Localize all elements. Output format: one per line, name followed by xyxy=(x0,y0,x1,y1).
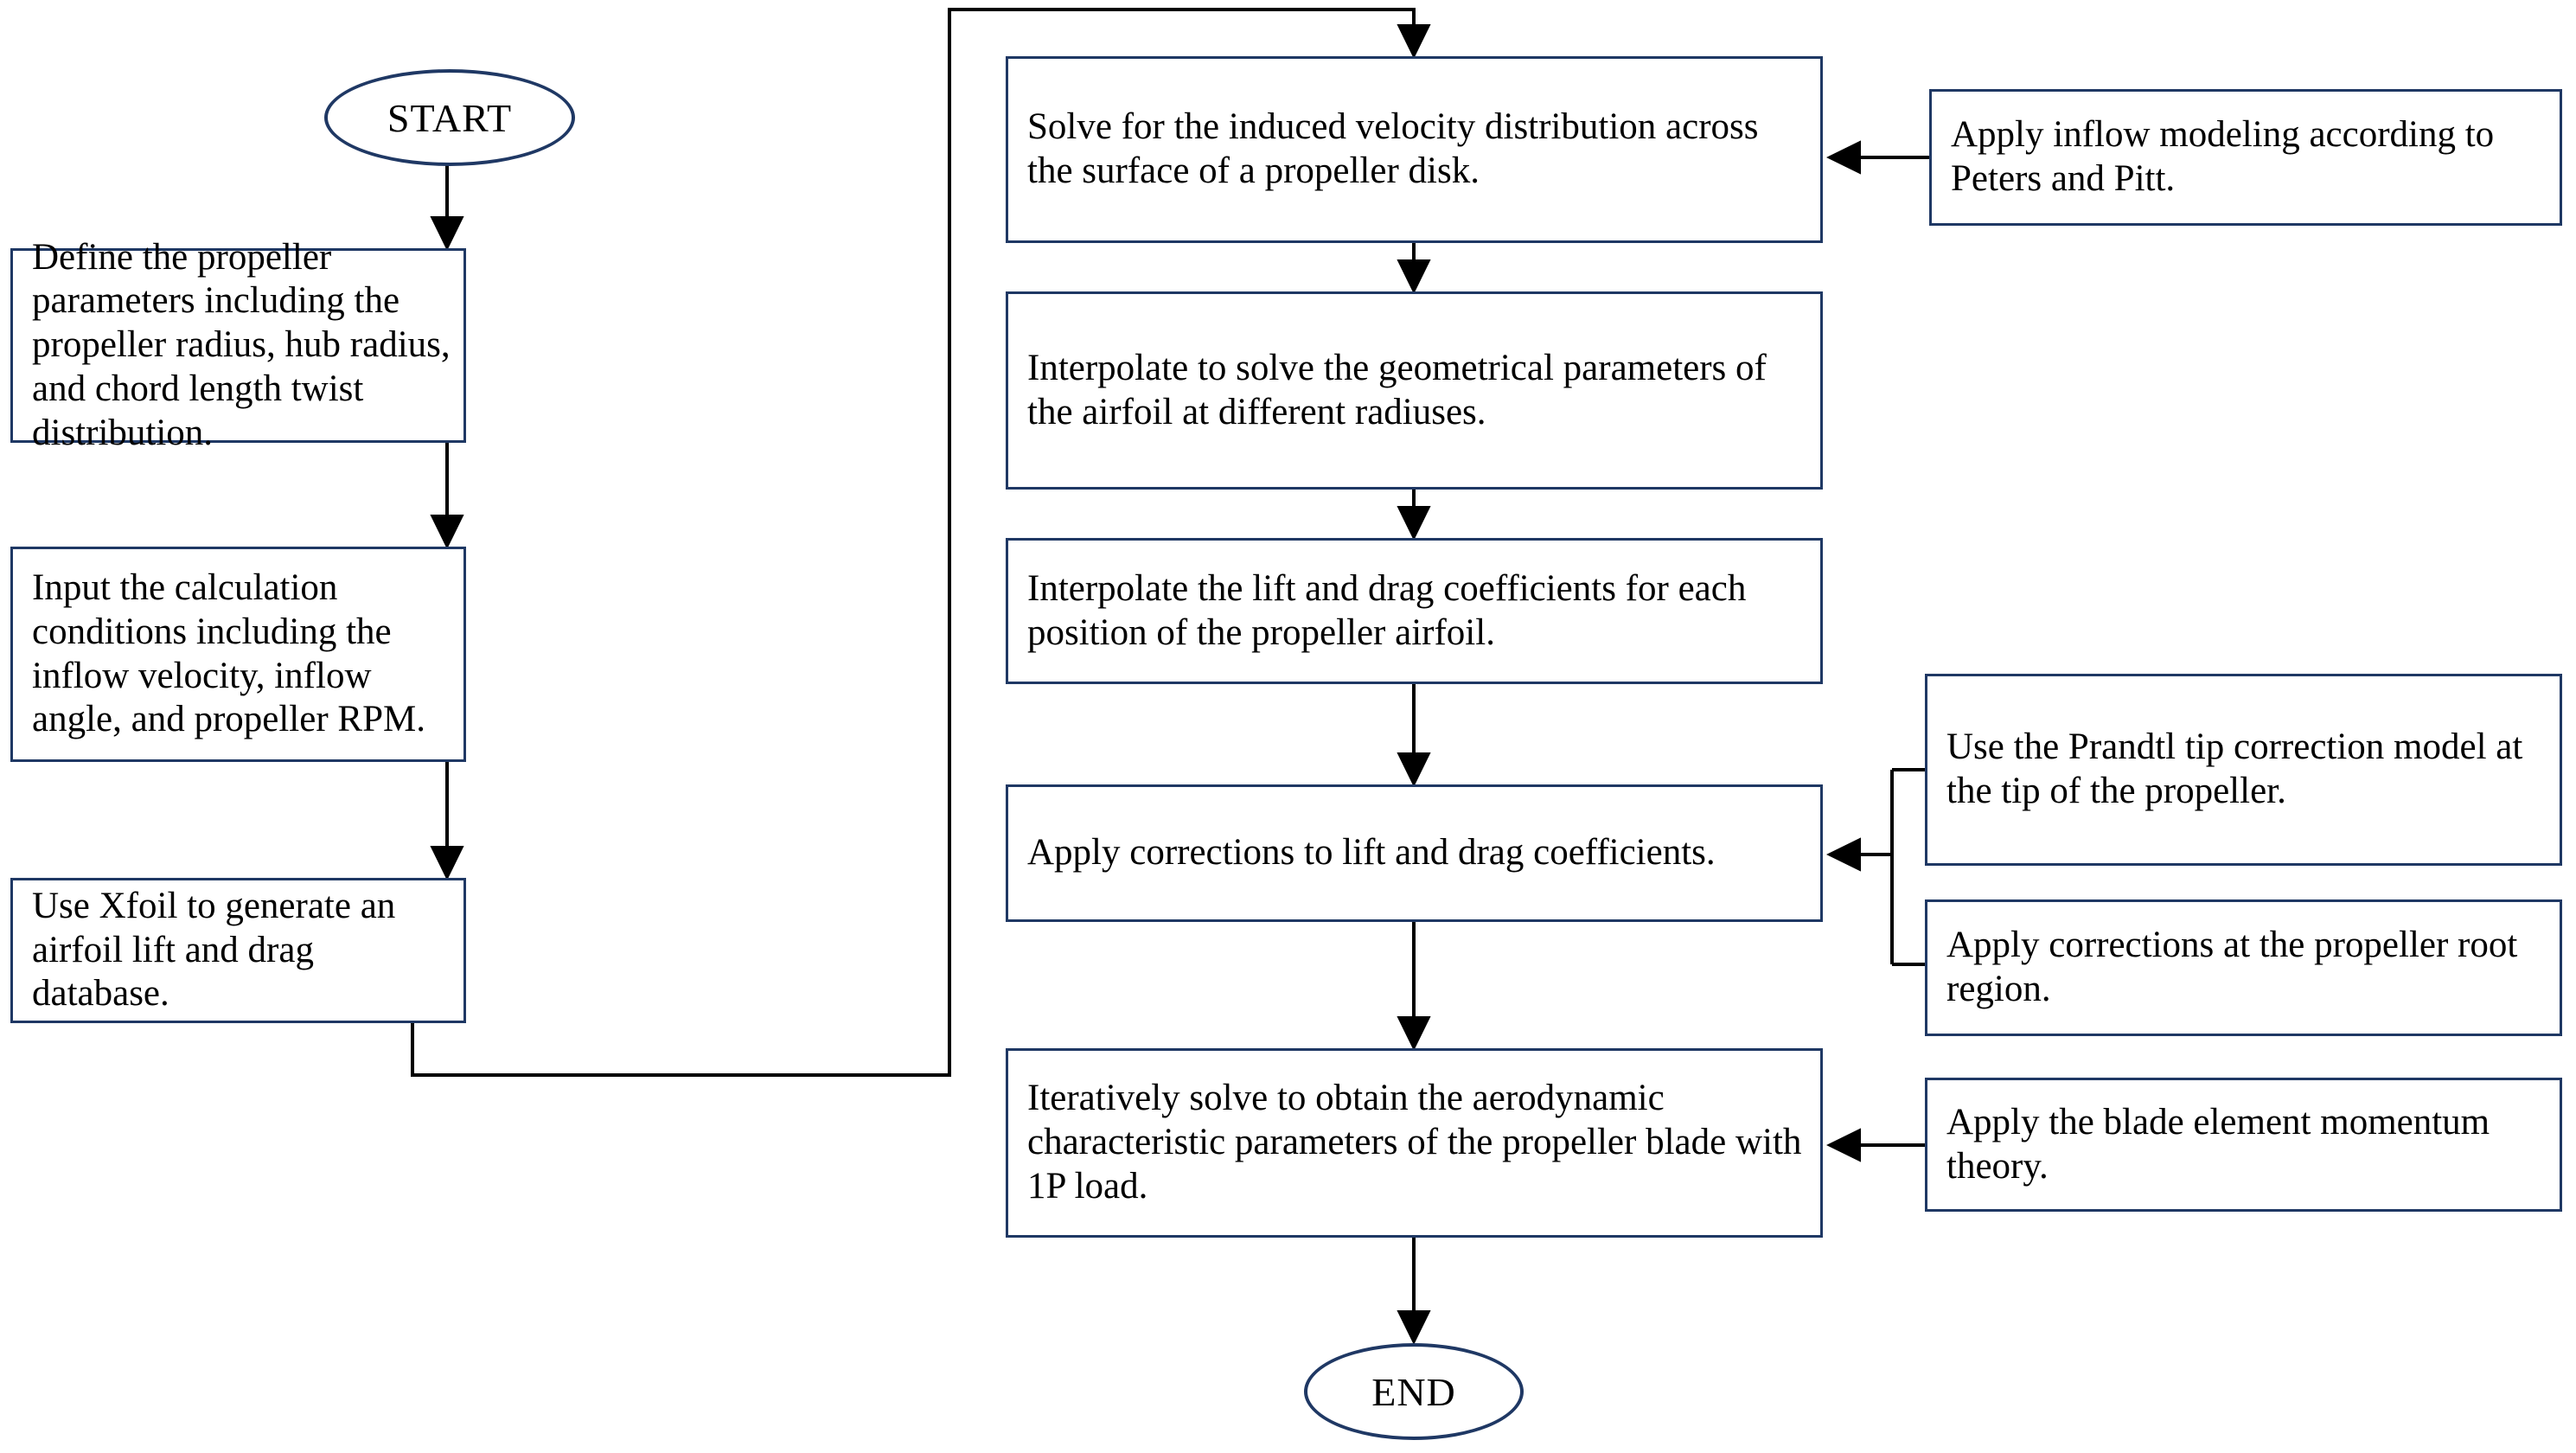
process-use-xfoil-database: Use Xfoil to generate an airfoil lift an… xyxy=(10,878,466,1023)
end-terminator: END xyxy=(1304,1343,1524,1440)
process-label: Interpolate to solve the geometrical par… xyxy=(1027,347,1767,432)
annotation-prandtl-tip-correction: Use the Prandtl tip correction model at … xyxy=(1925,674,2562,866)
annotation-label: Apply corrections at the propeller root … xyxy=(1946,925,2518,1009)
annotation-label: Apply the blade element momentum theory. xyxy=(1946,1101,2490,1187)
start-terminator: START xyxy=(324,69,575,166)
process-label: Apply corrections to lift and drag coeff… xyxy=(1027,832,1716,874)
annotation-apply-inflow-modeling: Apply inflow modeling according to Peter… xyxy=(1929,89,2562,226)
process-label: Interpolate the lift and drag coefficien… xyxy=(1027,567,1747,653)
process-iteratively-solve-aerodynamic: Iteratively solve to obtain the aerodyna… xyxy=(1006,1048,1823,1238)
start-label: START xyxy=(387,95,513,140)
process-label: Solve for the induced velocity distribut… xyxy=(1027,106,1759,191)
process-define-propeller-parameters: Define the propeller parameters includin… xyxy=(10,237,466,453)
annotation-corrections-root-region: Apply corrections at the propeller root … xyxy=(1925,899,2562,1036)
annotation-blade-element-momentum: Apply the blade element momentum theory. xyxy=(1925,1078,2562,1212)
process-interpolate-geometrical-parameters: Interpolate to solve the geometrical par… xyxy=(1006,291,1823,490)
process-label: Input the calculation conditions includi… xyxy=(32,567,425,740)
process-apply-corrections-lift-drag: Apply corrections to lift and drag coeff… xyxy=(1006,784,1823,922)
annotation-label: Apply inflow modeling according to Peter… xyxy=(1951,114,2495,199)
process-label: Iteratively solve to obtain the aerodyna… xyxy=(1027,1078,1802,1207)
process-solve-induced-velocity: Solve for the induced velocity distribut… xyxy=(1006,56,1823,243)
process-label: Define the propeller parameters includin… xyxy=(32,236,451,453)
process-input-calculation-conditions: Input the calculation conditions includi… xyxy=(10,547,466,762)
process-interpolate-lift-drag-coefficients: Interpolate the lift and drag coefficien… xyxy=(1006,538,1823,684)
end-label: END xyxy=(1371,1369,1456,1414)
annotation-label: Use the Prandtl tip correction model at … xyxy=(1946,726,2523,811)
process-label: Use Xfoil to generate an airfoil lift an… xyxy=(32,885,396,1015)
